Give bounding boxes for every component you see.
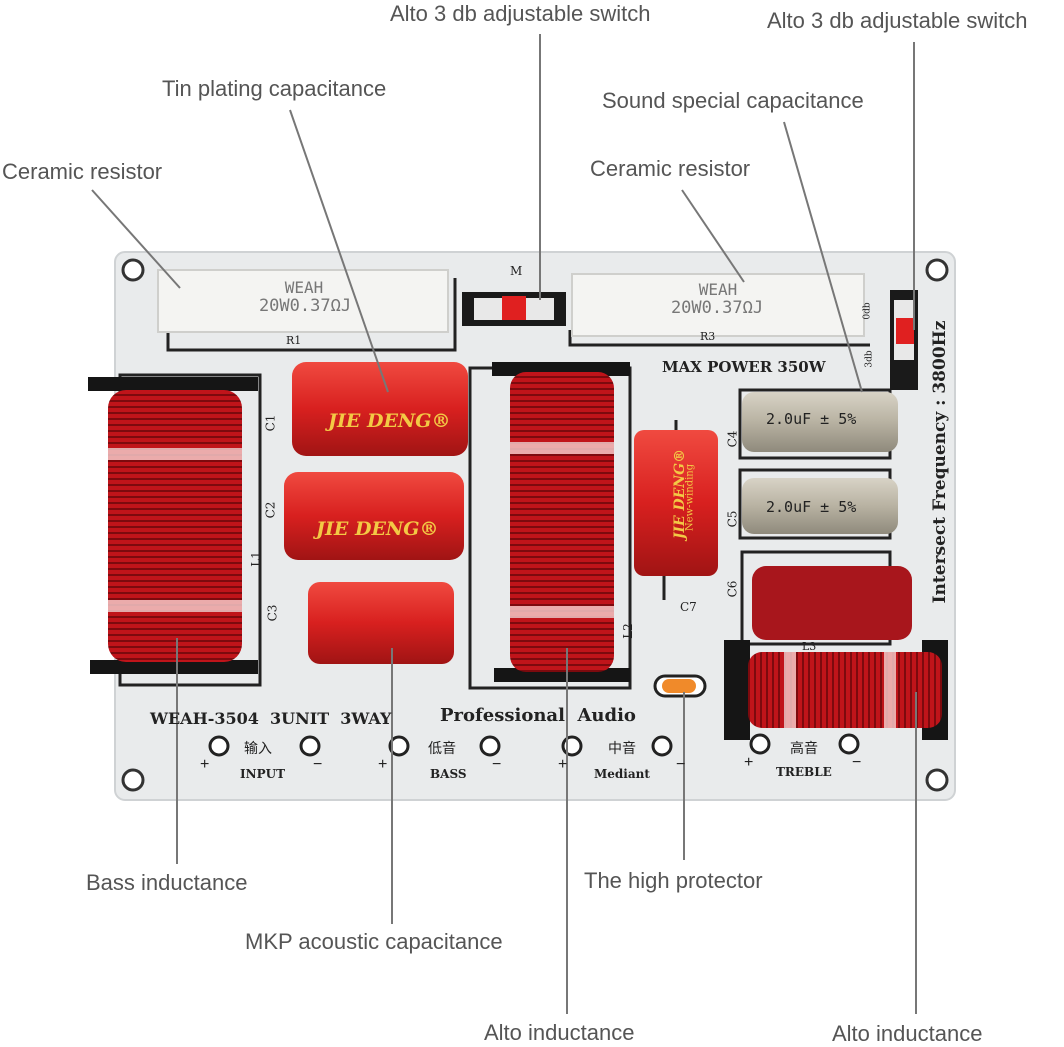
mounting-holes — [121, 258, 949, 792]
capacitor-c5 — [742, 478, 898, 534]
alto-inductor-right — [724, 640, 948, 740]
max-power-label: MAX POWER 350W — [662, 358, 826, 376]
capacitor-c1 — [292, 362, 468, 456]
ref-c5: C5 — [725, 510, 740, 528]
frequency-label: Intersect Frequency : 3800Hz — [930, 320, 950, 604]
callout-bass-inductance: Bass inductance — [86, 870, 248, 895]
ceramic-resistor-left — [157, 269, 449, 333]
capacitor-c6 — [752, 566, 912, 640]
ref-r1: R1 — [286, 334, 302, 347]
cap-c2-brand: JIE DENG® — [316, 518, 439, 540]
ref-l1: L1 — [248, 551, 263, 567]
ref-c1: C1 — [263, 414, 278, 432]
professional-audio-label: Professional Audio — [440, 705, 636, 726]
ref-c3: C3 — [265, 604, 280, 622]
polarity-minus-input: − — [313, 756, 323, 773]
terminal-pads — [208, 733, 860, 757]
resistor-right-brand: WEAH — [698, 280, 738, 299]
model-label: WEAH-3504 3UNIT 3WAY — [150, 709, 392, 728]
high-protector — [653, 674, 707, 698]
callout-ceramic-resistor-left: Ceramic resistor — [2, 159, 163, 184]
ref-c6: C6 — [725, 580, 740, 598]
polarity-plus-mid: + — [558, 756, 568, 773]
capacitor-c4 — [742, 392, 898, 452]
ceramic-resistor-right — [571, 273, 865, 337]
film-cap-c4-value: 2.0uF ± 5% — [766, 410, 857, 428]
callout-sound-special-cap: Sound special capacitance — [602, 88, 864, 113]
resistor-right-spec: 20W0.37ΩJ — [670, 298, 764, 318]
ref-c2: C2 — [263, 501, 278, 519]
terminal-input-en: INPUT — [240, 767, 285, 781]
ref-r3: R3 — [700, 330, 716, 343]
film-cap-c5-value: 2.0uF ± 5% — [766, 498, 857, 516]
capacitor-c2 — [284, 472, 464, 560]
callout-high-protector: The high protector — [584, 868, 763, 893]
capacitor-c7 — [634, 420, 718, 600]
leader-lines — [91, 34, 917, 1014]
switch-mid — [462, 292, 566, 326]
terminal-input-cn: 输入 — [244, 741, 272, 757]
switch-m-label: M — [510, 264, 523, 278]
callout-alto-switch-right: Alto 3 db adjustable switch — [767, 8, 1028, 33]
resistor-left-spec: 20W0.37ΩJ — [258, 296, 352, 316]
cap-c1-brand: JIE DENG® — [328, 410, 451, 432]
polarity-plus-bass: + — [378, 756, 388, 773]
callout-tin-plating-cap: Tin plating capacitance — [162, 76, 387, 101]
ref-l2: L2 — [620, 623, 635, 639]
terminal-bass-cn: 低音 — [428, 741, 456, 757]
terminal-mediant-en: Mediant — [594, 767, 650, 781]
terminal-treble-en: TREBLE — [776, 765, 832, 779]
callout-alto-inductance-right: Alto inductance — [832, 1021, 983, 1046]
alto-inductor-mid — [492, 362, 630, 682]
polarity-plus-treble: + — [744, 754, 754, 771]
terminal-bass-en: BASS — [430, 767, 467, 781]
ref-c4: C4 — [725, 430, 740, 448]
ref-l3: L3 — [802, 640, 817, 653]
cap-c7-sub: New-winding — [684, 463, 696, 532]
terminal-mediant-cn: 中音 — [608, 741, 636, 757]
switch-0db-label: 0db — [862, 302, 873, 320]
resistor-left-brand: WEAH — [284, 278, 324, 297]
bass-inductor — [88, 377, 258, 674]
callout-mkp-cap: MKP acoustic capacitance — [245, 929, 503, 954]
callout-alto-inductance-mid: Alto inductance — [484, 1020, 635, 1045]
callout-alto-switch-mid: Alto 3 db adjustable switch — [390, 1, 651, 26]
switch-3db-label: 3db — [864, 350, 875, 368]
terminal-treble-cn: 高音 — [790, 741, 818, 757]
polarity-minus-treble: − — [852, 754, 862, 771]
capacitor-c3 — [308, 582, 454, 664]
polarity-minus-bass: − — [492, 756, 502, 773]
callout-ceramic-resistor-right: Ceramic resistor — [590, 156, 751, 181]
polarity-plus-input: + — [200, 756, 210, 773]
polarity-minus-mid: − — [676, 756, 686, 773]
ref-c7: C7 — [680, 600, 697, 614]
